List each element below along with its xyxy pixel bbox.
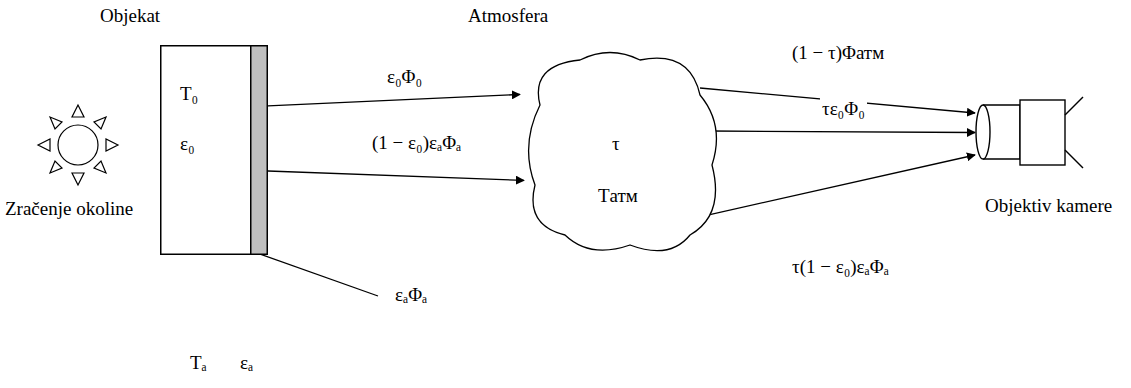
ambient-emissivity: εₐ [240, 352, 253, 374]
object-temperature: T₀ [180, 83, 198, 105]
radiation-arrow [680, 155, 975, 221]
camera-shape [975, 95, 1085, 170]
flux-label: τ(1 − ε₀)εₐΦₐ [790, 256, 891, 278]
radiation-arrow [268, 94, 520, 105]
radiation-arrow [268, 171, 524, 180]
object-heading: Objekat [100, 5, 160, 27]
incident-radiation: εₐΦₐ [395, 284, 427, 306]
object-box: ObjekatT₀ε₀ [160, 45, 268, 255]
radiation-arrow [710, 131, 975, 133]
transmittance: τ [612, 133, 620, 155]
atmosphere-heading: Atmosfera [468, 5, 548, 27]
ambient-temperature: Tₐ [190, 352, 207, 374]
flux-label: ε₀Φ₀ [385, 66, 424, 88]
atmosphere-cloud: AtmosferaτTатм [520, 45, 720, 260]
camera-label: Objektiv kamere [985, 195, 1112, 217]
object-emissivity: ε₀ [180, 133, 195, 155]
sun-symbol [38, 105, 118, 185]
object-shape [160, 45, 268, 255]
camera: Objektiv kamere [975, 95, 1085, 170]
source-label: Zračenje okoline [5, 198, 133, 220]
cloud-shape [520, 45, 720, 260]
atmosphere-temperature: Tатм [598, 185, 638, 207]
flux-label: (1 − ε₀)εₐΦₐ [370, 132, 463, 154]
flux-label: τε₀Φ₀ [820, 98, 867, 120]
flux-label: (1 − τ)Φатм [790, 42, 886, 64]
